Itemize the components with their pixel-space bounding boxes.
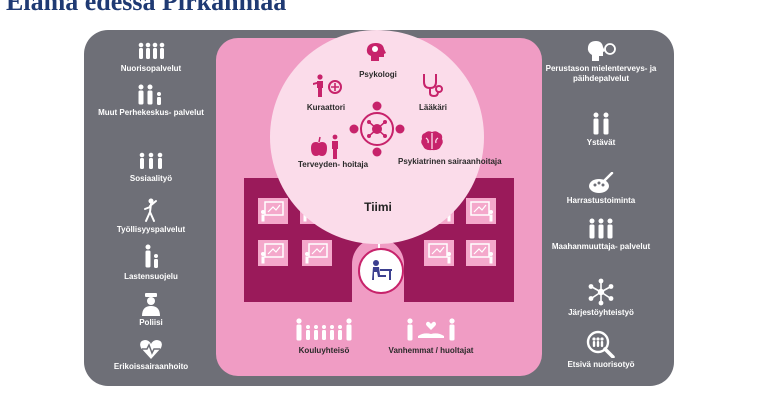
- left-item-nuorisopalvelut: Nuorisopalvelut: [92, 42, 210, 74]
- team-network-icon: [349, 101, 405, 157]
- right-item-maahanmuuttajapalvelut: Maahanmuuttaja- palvelut: [542, 218, 660, 252]
- school-community-label: Kouluyhteisö: [298, 346, 350, 355]
- classroom-icon: [428, 243, 451, 264]
- team-circle: [270, 30, 484, 244]
- group-icon: [589, 218, 613, 239]
- group-icon: [138, 42, 165, 59]
- classroom-icon: [261, 243, 284, 264]
- left-item-label: Työllisyyspalvelut: [116, 225, 186, 234]
- classroom-window: [302, 240, 332, 266]
- right-item-mielenterveys: Perustason mielenterveys- ja päihdepalve…: [542, 40, 660, 84]
- left-item-perhekeskuspalvelut: Muut Perhekeskus- palvelut: [92, 84, 210, 118]
- parents-label: Vanhemmat / huoltajat: [388, 346, 474, 355]
- worker-icon: [144, 198, 157, 222]
- friends-icon: [593, 112, 609, 135]
- psychologist-icon: [366, 43, 386, 61]
- student-circle: [358, 248, 404, 294]
- classroom-icon: [470, 201, 493, 222]
- right-item-ystavat: Ystävät: [542, 112, 660, 148]
- group-icon: [139, 152, 163, 169]
- heartbeat-icon: [140, 340, 162, 359]
- left-item-label: Erikoissairaanhoito: [113, 362, 189, 371]
- slide-title: Elämä edessä Pirkanmaa: [6, 0, 287, 16]
- classroom-window: [258, 240, 288, 266]
- counselor-icon: [313, 74, 342, 97]
- classroom-icon: [470, 243, 493, 264]
- left-item-label: Poliisi: [139, 318, 163, 327]
- classroom-window: [466, 240, 496, 266]
- left-item-label: Nuorisopalvelut: [120, 64, 182, 73]
- right-item-harrastustoiminta: Harrastustoiminta: [542, 172, 660, 206]
- left-item-tyollisyyspalvelut: Työllisyyspalvelut: [92, 197, 210, 235]
- left-item-lastensuojelu: Lastensuojelu: [92, 244, 210, 282]
- parent-child-icon: [145, 244, 158, 268]
- palette-icon: [589, 172, 614, 193]
- family-icon: [138, 84, 161, 105]
- network-icon: [588, 278, 614, 306]
- right-item-label: Ystävät: [586, 138, 616, 147]
- psychologist-label: Psykologi: [359, 70, 397, 79]
- classroom-window: [258, 198, 288, 224]
- right-item-label: Etsivä nuorisotyö: [567, 360, 635, 369]
- parents-icon: [407, 318, 455, 341]
- search-people-icon: [586, 330, 615, 358]
- left-item-label: Lastensuojelu: [124, 272, 178, 281]
- psychiatric-nurse-label: Psykiatrinen sairaanhoitaja: [398, 157, 502, 166]
- stethoscope-icon: [423, 74, 443, 98]
- head-icon: [587, 41, 616, 61]
- health-nurse-icon: [311, 134, 338, 159]
- left-item-label: Sosiaalityö: [129, 174, 173, 183]
- left-item-erikoissairaanhoito: Erikoissairaanhoito: [92, 338, 210, 372]
- classroom-window: [466, 198, 496, 224]
- right-item-label: Perustason mielenterveys- ja päihdepalve…: [545, 64, 657, 83]
- classroom-window: [424, 240, 454, 266]
- police-icon: [142, 293, 160, 316]
- right-item-jarjestoyhteistyo: Järjestöyhteistyö: [542, 278, 660, 318]
- team-title: Tiimi: [364, 200, 392, 214]
- left-item-label: Muut Perhekeskus- palvelut: [98, 108, 204, 117]
- right-item-label: Järjestöyhteistyö: [568, 308, 634, 317]
- classroom-icon: [305, 243, 328, 264]
- right-item-label: Maahanmuuttaja- palvelut: [551, 242, 651, 251]
- health-nurse-label: Terveyden- hoitaja: [298, 160, 369, 169]
- student-at-desk-icon: [372, 260, 392, 280]
- left-item-sosiaalityo: Sosiaalityö: [92, 152, 210, 184]
- left-item-poliisi: Poliisi: [92, 292, 210, 328]
- counselor-label: Kuraattori: [306, 103, 346, 112]
- right-item-etsiva-nuorisotyo: Etsivä nuorisotyö: [542, 330, 660, 370]
- brain-icon: [421, 131, 443, 151]
- school-community-icon: [296, 318, 352, 341]
- doctor-label: Lääkäri: [418, 103, 448, 112]
- right-item-label: Harrastustoiminta: [566, 196, 636, 205]
- classroom-icon: [261, 201, 284, 222]
